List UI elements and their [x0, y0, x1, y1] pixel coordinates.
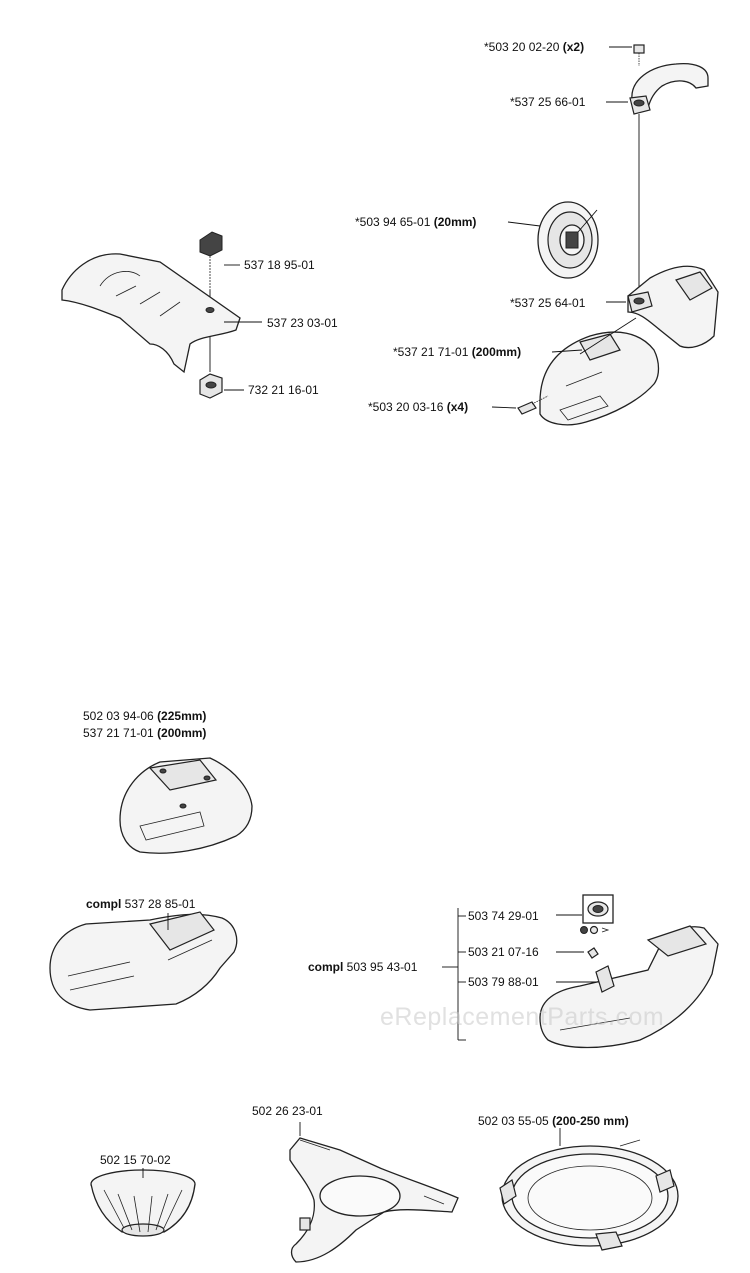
- label-503-74-29-01: 503 74 29-01: [468, 909, 539, 923]
- part-qualifier: (200mm): [157, 726, 207, 740]
- part-number: 537 21 71-01: [83, 726, 158, 740]
- part-number: 503 21 07-16: [468, 945, 539, 959]
- part-number: 502 26 23-01: [252, 1104, 323, 1118]
- part-prefix: compl: [86, 897, 122, 911]
- support-cup-part: [90, 1168, 196, 1237]
- label-537-25-66-01: *537 25 66-01: [510, 95, 585, 109]
- part-qualifier: (200mm): [471, 345, 522, 359]
- label-537-18-95-01: 537 18 95-01: [244, 258, 315, 272]
- label-537-23-03-01: 537 23 03-01: [267, 316, 338, 330]
- clamp-bracket-part: [606, 265, 719, 349]
- screw-small-part: [491, 395, 549, 415]
- label-732-21-16-01: 732 21 16-01: [248, 383, 319, 397]
- part-qualifier: (x2): [562, 40, 585, 54]
- watermark: eReplacementParts.com: [380, 1003, 665, 1031]
- small-screw-b-part: [587, 947, 599, 959]
- spacer-ring-part: [499, 1128, 679, 1251]
- bracket-plate-part: [289, 1122, 459, 1263]
- part-number: *537 25 64-01: [510, 296, 586, 310]
- label-503-94-65-01: *503 94 65-01 (20mm): [355, 215, 476, 229]
- nut-part: [199, 373, 244, 399]
- label-502-15-70-02: 502 15 70-02: [100, 1153, 171, 1167]
- cover-plate-part: [61, 253, 262, 374]
- label-502-03-94-06: 502 03 94-06 (225mm): [83, 709, 206, 723]
- knife-inset-icon: [580, 894, 614, 935]
- part-number: 503 95 43-01: [343, 960, 418, 974]
- guard-225mm-part: [119, 757, 253, 854]
- label-compl-537-28-85-01: compl 537 28 85-01: [86, 897, 195, 911]
- label-503-20-02-20: *503 20 02-20 (x2): [484, 40, 584, 54]
- part-number: 502 15 70-02: [100, 1153, 171, 1167]
- label-502-26-23-01: 502 26 23-01: [252, 1104, 323, 1118]
- part-number: 537 18 95-01: [244, 258, 315, 272]
- bolt-part: [199, 231, 240, 372]
- clamp-top-part: [606, 62, 709, 115]
- label-537-21-71-01-mid: 537 21 71-01 (200mm): [83, 726, 206, 740]
- part-qualifier: (200-250 mm): [552, 1114, 629, 1128]
- label-503-20-03-16: *503 20 03-16 (x4): [368, 400, 468, 414]
- label-537-21-71-01-top: *537 21 71-01 (200mm): [393, 345, 521, 359]
- guard-200mm-part: [539, 317, 660, 426]
- part-number: *503 94 65-01: [355, 215, 434, 229]
- part-number: *537 21 71-01: [393, 345, 472, 359]
- part-number: 502 03 94-06: [83, 709, 158, 723]
- screw-top-part: [609, 44, 645, 66]
- part-number: *503 20 03-16: [368, 400, 447, 414]
- flange-disc-part: [507, 201, 599, 279]
- part-number: 503 79 88-01: [468, 975, 539, 989]
- part-qualifier: (20mm): [433, 215, 477, 229]
- label-502-03-55-05: 502 03 55-05 (200-250 mm): [478, 1114, 629, 1128]
- part-number: *503 20 02-20: [484, 40, 563, 54]
- part-number: 537 28 85-01: [121, 897, 196, 911]
- label-503-21-07-16: 503 21 07-16: [468, 945, 539, 959]
- part-number: 732 21 16-01: [248, 383, 319, 397]
- knife-plate-part: [595, 965, 615, 993]
- guard-complete-b-part: [442, 908, 719, 1049]
- label-503-79-88-01: 503 79 88-01: [468, 975, 539, 989]
- label-compl-503-95-43-01: compl 503 95 43-01: [308, 960, 417, 974]
- part-qualifier: (225mm): [157, 709, 207, 723]
- part-number: 503 74 29-01: [468, 909, 539, 923]
- guard-complete-a-part: [49, 911, 238, 1011]
- part-prefix: compl: [308, 960, 344, 974]
- part-qualifier: (x4): [446, 400, 469, 414]
- part-number: 502 03 55-05: [478, 1114, 553, 1128]
- part-number: *537 25 66-01: [510, 95, 586, 109]
- part-number: 537 23 03-01: [267, 316, 338, 330]
- label-537-25-64-01: *537 25 64-01: [510, 296, 585, 310]
